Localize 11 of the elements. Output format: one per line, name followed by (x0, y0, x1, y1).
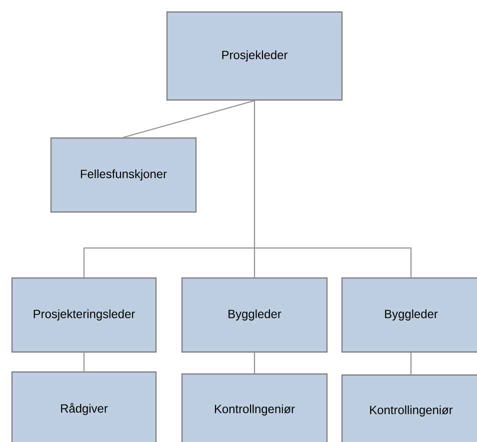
org-box: Rådgiver (11, 371, 157, 442)
org-box: Kontrollingeniør (341, 374, 477, 442)
org-box: Prosjekteringsleder (11, 277, 157, 353)
org-box: Byggleder (181, 277, 328, 353)
org-box: Fellesfunskjoner (50, 137, 197, 213)
org-box: Byggleder (341, 277, 477, 353)
org-box: Prosjekleder (166, 11, 343, 101)
connector-line (123, 100, 255, 138)
connector-line (254, 352, 255, 374)
org-box: Kontrollngeniør (181, 373, 328, 442)
connector-line (410, 352, 412, 375)
